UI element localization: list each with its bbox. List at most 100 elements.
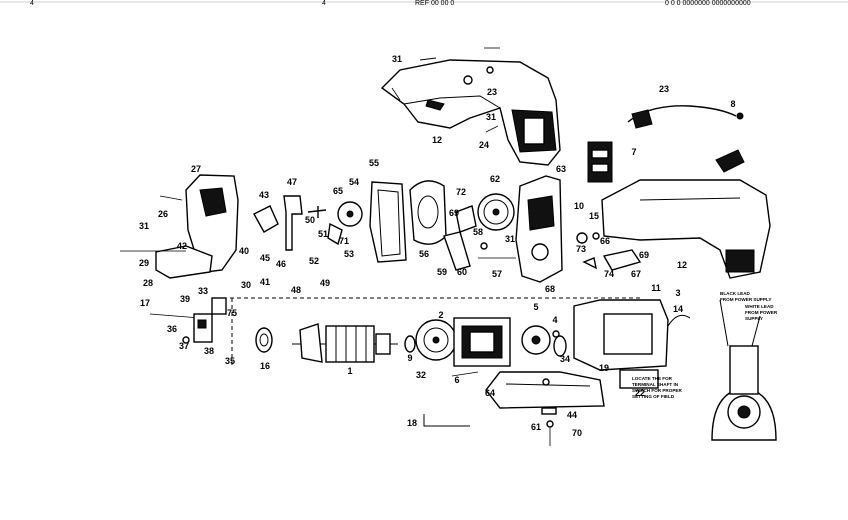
part-label-65: 65 — [333, 186, 343, 196]
header-fragment-2: 4 — [322, 0, 326, 7]
blade-clamp-parts — [541, 407, 557, 446]
part-label-12: 12 — [432, 135, 442, 145]
part-label-17: 17 — [140, 298, 150, 308]
part-label-40: 40 — [239, 246, 249, 256]
header-strip: 4 4 REF 00 00 0 0 0 0 0000000 0000000000 — [0, 0, 848, 7]
part-label-12: 12 — [677, 260, 687, 270]
part-label-49: 49 — [320, 278, 330, 288]
part-label-45: 45 — [260, 253, 270, 263]
part-label-75: 75 — [227, 308, 237, 318]
part-label-4: 4 — [552, 315, 557, 325]
plug-connector — [715, 149, 745, 173]
part-label-22: 22 — [635, 388, 645, 398]
part-label-1: 1 — [347, 366, 352, 376]
blade-lever-parts — [443, 205, 516, 271]
gasket-plate — [369, 181, 407, 263]
part-label-74: 74 — [604, 269, 614, 279]
wiring-note-line: SUPPLY — [745, 316, 763, 321]
wiring-note-line: WHITE LEAD — [745, 304, 774, 309]
wiring-inset — [711, 299, 777, 441]
part-label-32: 32 — [416, 370, 426, 380]
bearing-16 — [255, 327, 273, 353]
motor-housing-left — [120, 174, 239, 279]
switch-block — [587, 141, 613, 183]
part-label-53: 53 — [344, 249, 354, 259]
part-label-16: 16 — [260, 361, 270, 371]
handle-housing-right — [601, 179, 771, 279]
part-label-72: 72 — [456, 187, 466, 197]
part-label-51: 51 — [318, 229, 328, 239]
part-label-52: 52 — [309, 256, 319, 266]
part-label-14: 14 — [673, 304, 683, 314]
part-label-57: 57 — [492, 269, 502, 279]
part-label-37: 37 — [179, 341, 189, 351]
part-label-62: 62 — [490, 174, 500, 184]
part-label-54: 54 — [349, 177, 359, 187]
wiring-note-line: BLACK LEAD — [720, 291, 751, 296]
header-fragment-1: 4 — [30, 0, 34, 7]
handle-housing-top — [380, 57, 561, 166]
wiring-note-line: SETTING OF FIELD — [632, 394, 675, 399]
header-fragment-4: 0 0 0 0000000 0000000000 — [665, 0, 751, 7]
part-label-67: 67 — [631, 269, 641, 279]
part-label-29: 29 — [139, 258, 149, 268]
part-label-11: 11 — [651, 283, 661, 293]
part-label-41: 41 — [260, 277, 270, 287]
gear-cover — [409, 180, 447, 245]
part-label-47: 47 — [287, 177, 297, 187]
part-label-43: 43 — [259, 190, 269, 200]
part-label-64: 64 — [485, 388, 495, 398]
upper-mechanism-parts — [253, 195, 363, 251]
part-label-30: 30 — [241, 280, 251, 290]
part-label-23: 23 — [659, 84, 669, 94]
part-label-31: 31 — [486, 112, 496, 122]
part-label-31: 31 — [392, 54, 402, 64]
field-assembly — [453, 317, 511, 367]
part-label-33: 33 — [198, 286, 208, 296]
part-label-27: 27 — [191, 164, 201, 174]
part-label-70: 70 — [572, 428, 582, 438]
lower-left-parts — [149, 297, 227, 344]
wiring-note-line: FROM POWER SUPPLY — [720, 297, 771, 302]
part-label-2: 2 — [438, 310, 443, 320]
part-label-71: 71 — [339, 236, 349, 246]
wiring-note-line: FROM POWER — [745, 310, 778, 315]
part-label-66: 66 — [600, 236, 610, 246]
part-label-24: 24 — [479, 140, 489, 150]
part-label-10: 10 — [574, 201, 584, 211]
screws — [159, 47, 500, 377]
gear-housing — [515, 175, 563, 283]
part-label-46: 46 — [276, 259, 286, 269]
part-label-28: 28 — [143, 278, 153, 288]
part-label-9: 9 — [407, 353, 412, 363]
part-label-34: 34 — [560, 354, 570, 364]
part-label-23: 23 — [487, 87, 497, 97]
part-label-61: 61 — [531, 422, 541, 432]
part-label-15: 15 — [589, 211, 599, 221]
part-label-60: 60 — [457, 267, 467, 277]
part-label-50: 50 — [305, 215, 315, 225]
part-label-69: 69 — [449, 208, 459, 218]
header-fragment-3: REF 00 00 0 — [415, 0, 454, 7]
part-label-42: 42 — [177, 241, 187, 251]
part-label-58: 58 — [473, 227, 483, 237]
wiring-note-line: SWITCH FOR PROPER — [632, 388, 682, 393]
part-label-73: 73 — [576, 244, 586, 254]
wiring-note-line: LOCATE THE FOR — [632, 376, 673, 381]
armature — [292, 323, 398, 363]
part-label-69: 69 — [639, 250, 649, 260]
part-label-31: 31 — [505, 234, 515, 244]
part-label-8: 8 — [730, 99, 735, 109]
drive-gear — [477, 193, 515, 231]
part-label-7: 7 — [631, 147, 636, 157]
part-label-19: 19 — [599, 363, 609, 373]
part-label-26: 26 — [158, 209, 168, 219]
part-label-55: 55 — [369, 158, 379, 168]
part-label-6: 6 — [454, 375, 459, 385]
baffle-fan — [415, 319, 457, 361]
part-label-59: 59 — [437, 267, 447, 277]
part-label-35: 35 — [225, 356, 235, 366]
part-label-31: 31 — [139, 221, 149, 231]
